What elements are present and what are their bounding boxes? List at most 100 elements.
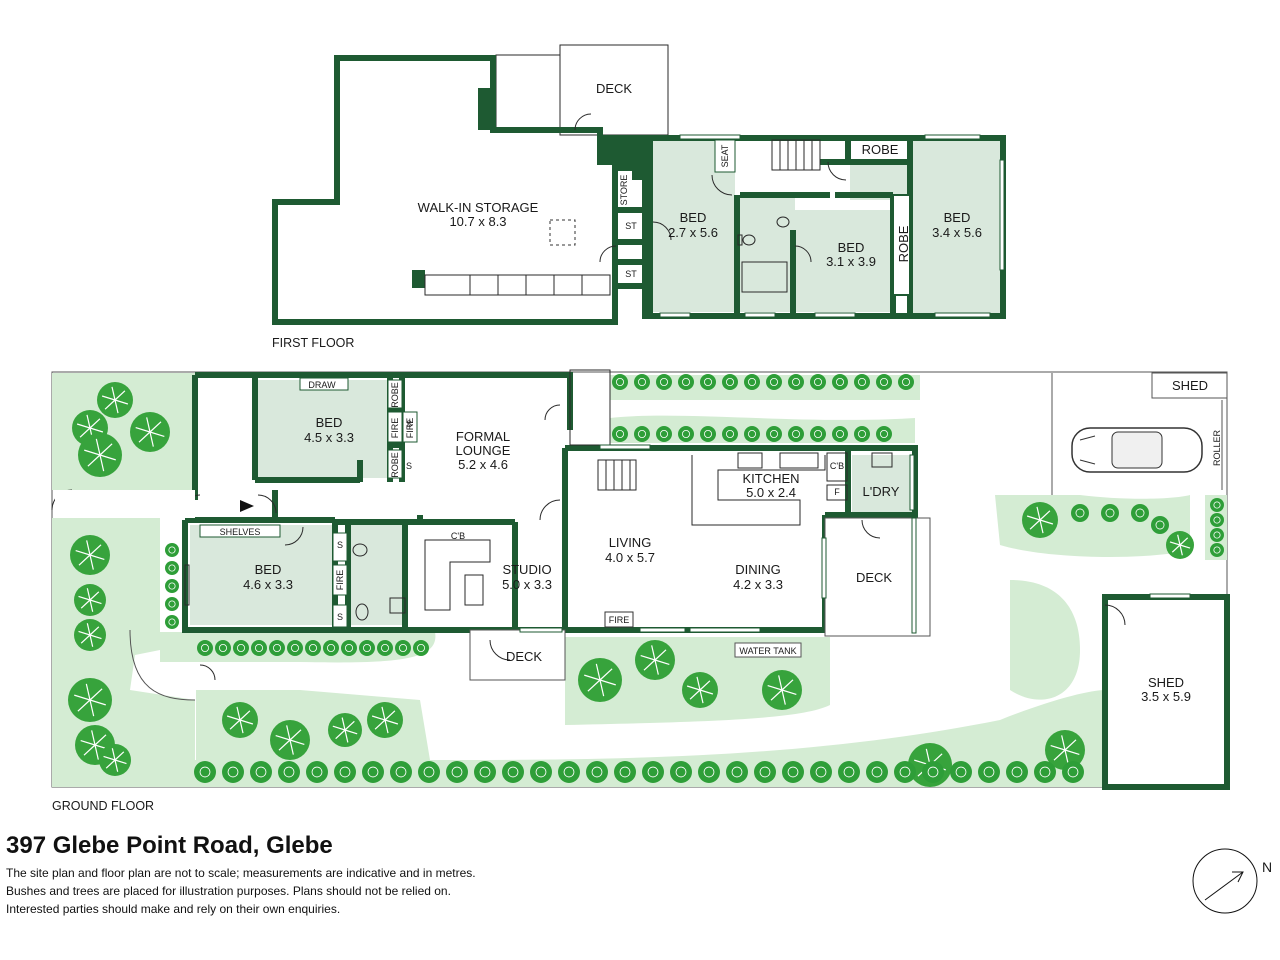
tree-icon: [99, 744, 131, 776]
gf-shelves: SHELVES: [220, 527, 261, 537]
bush-icon: [413, 640, 429, 656]
gf-water-tank: WATER TANK: [739, 646, 796, 656]
ff-bed1-name: BED: [680, 210, 707, 225]
ff-store: STORE: [619, 175, 629, 206]
bush-icon: [670, 761, 692, 783]
tree-icon: [1045, 730, 1085, 770]
bush-icon: [810, 374, 826, 390]
bush-icon: [950, 761, 972, 783]
ff-bed3-size: 3.4 x 5.6: [932, 225, 982, 240]
bush-icon: [222, 761, 244, 783]
tree-icon: [74, 584, 106, 616]
bush-icon: [165, 615, 179, 629]
tree-icon: [328, 713, 362, 747]
bush-icon: [377, 640, 393, 656]
tree-icon: [367, 702, 403, 738]
bush-icon: [341, 640, 357, 656]
gf-deck-front: DECK: [506, 649, 542, 664]
gf-lounge-name1: FORMAL: [456, 429, 510, 444]
bush-icon: [1210, 543, 1224, 557]
bush-icon: [1210, 513, 1224, 527]
gf-lounge-size: 5.2 x 4.6: [458, 457, 508, 472]
gf-shed-name: SHED: [1148, 675, 1184, 690]
bush-icon: [978, 761, 1000, 783]
property-address: 397 Glebe Point Road, Glebe: [6, 832, 333, 859]
bush-icon: [894, 761, 916, 783]
tree-icon: [222, 702, 258, 738]
gf-bed-a-size: 4.5 x 3.3: [304, 430, 354, 445]
gf-bed-b-size: 4.6 x 3.3: [243, 577, 293, 592]
gf-s1: S: [406, 419, 412, 429]
bush-icon: [612, 426, 628, 442]
bush-icon: [197, 640, 213, 656]
car-icon: [1071, 427, 1203, 473]
compass-icon: [1192, 848, 1258, 914]
bush-icon: [446, 761, 468, 783]
bush-icon: [832, 426, 848, 442]
bush-icon: [678, 426, 694, 442]
tree-icon: [70, 535, 110, 575]
gf-robe2: ROBE: [390, 452, 400, 478]
bush-icon: [726, 761, 748, 783]
bush-icon: [362, 761, 384, 783]
bush-icon: [287, 640, 303, 656]
tree-icon: [578, 658, 622, 702]
gf-bed-b-name: BED: [255, 562, 282, 577]
bush-icon: [334, 761, 356, 783]
bush-icon: [788, 426, 804, 442]
bush-icon: [1006, 761, 1028, 783]
trees-layer: [68, 374, 1224, 787]
gf-deck-back: DECK: [856, 570, 892, 585]
tree-icon: [74, 619, 106, 651]
disclaimer-line-1: The site plan and floor plan are not to …: [6, 866, 476, 880]
bush-icon: [698, 761, 720, 783]
tree-icon: [97, 382, 133, 418]
ff-bed1-size: 2.7 x 5.6: [668, 225, 718, 240]
bush-icon: [898, 374, 914, 390]
ff-st1: ST: [625, 221, 637, 231]
bush-icon: [233, 640, 249, 656]
tree-icon: [635, 640, 675, 680]
gf-studio-size: 5.0 x 3.3: [502, 577, 552, 592]
walk-in-storage-size: 10.7 x 8.3: [449, 214, 506, 229]
bush-icon: [656, 426, 672, 442]
ff-deck-label: DECK: [596, 81, 632, 96]
gf-robe1: ROBE: [390, 382, 400, 408]
bush-icon: [586, 761, 608, 783]
bush-icon: [722, 374, 738, 390]
bush-icon: [278, 761, 300, 783]
gf-lounge-name2: LOUNGE: [456, 443, 511, 458]
bush-icon: [359, 640, 375, 656]
tree-icon: [130, 412, 170, 452]
tree-icon: [1166, 531, 1194, 559]
gf-kitchen-f: F: [834, 487, 840, 497]
bush-icon: [832, 374, 848, 390]
bush-icon: [165, 597, 179, 611]
bush-icon: [1131, 504, 1149, 522]
ff-bed2-size: 3.1 x 3.9: [826, 254, 876, 269]
gf-fire3: FIRE: [335, 570, 345, 591]
bush-icon: [215, 640, 231, 656]
bush-icon: [876, 426, 892, 442]
bush-icon: [744, 426, 760, 442]
bush-icon: [1210, 498, 1224, 512]
first-floor-plan: [272, 44, 1006, 325]
bush-icon: [922, 761, 944, 783]
tree-icon: [682, 672, 718, 708]
bush-icon: [305, 640, 321, 656]
bush-icon: [1062, 761, 1084, 783]
ff-robe-side: ROBE: [896, 225, 911, 262]
bush-icon: [810, 426, 826, 442]
bush-icon: [530, 761, 552, 783]
bush-icon: [642, 761, 664, 783]
gf-s3: S: [337, 540, 343, 550]
gf-ldry: L'DRY: [863, 484, 900, 499]
bush-icon: [866, 761, 888, 783]
gf-fire2: FIRE: [405, 418, 415, 439]
bush-icon: [722, 426, 738, 442]
bush-icon: [194, 761, 216, 783]
bush-icon: [395, 640, 411, 656]
bush-icon: [1151, 516, 1169, 534]
gf-kitchen-cb: C'B: [830, 461, 844, 471]
